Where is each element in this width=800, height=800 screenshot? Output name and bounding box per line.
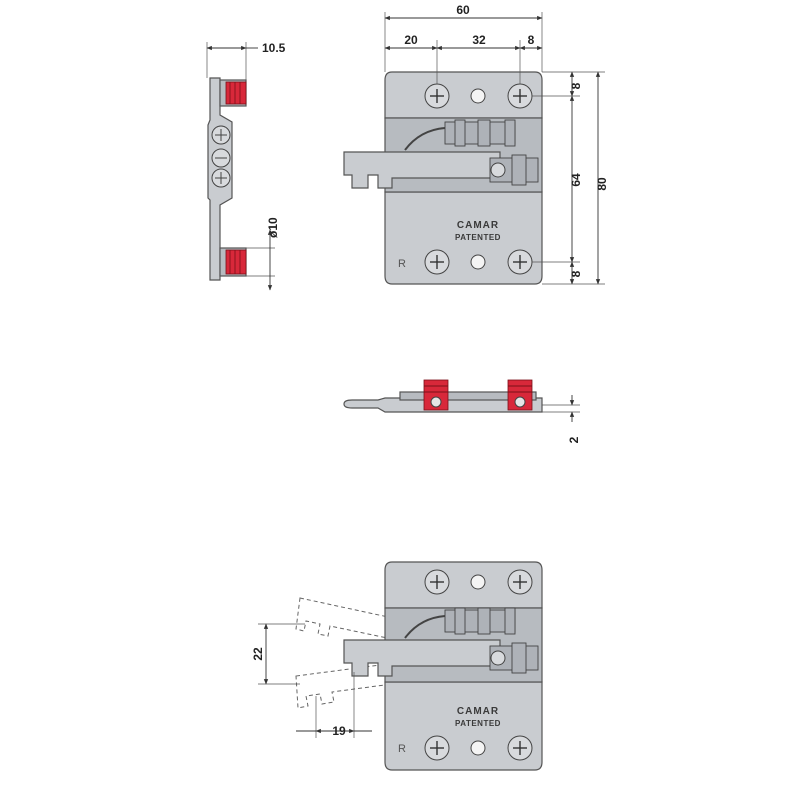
front-screw-bottom-right (507, 249, 533, 275)
top-view-insert-right (507, 379, 533, 411)
adjust-bottom-plate (384, 681, 543, 771)
adjust-mechanism (404, 607, 539, 674)
adjust-side-mark: R (398, 743, 406, 755)
front-side-mark: R (398, 258, 406, 270)
front-brand: CAMAR (457, 220, 499, 231)
adjust-patent: PATENTED (455, 719, 501, 728)
side-top-insert (219, 79, 247, 107)
adjust-screw-bottom-right (507, 735, 533, 761)
dim-vertical-span: 64 (569, 173, 583, 187)
dim-side-offset: 10.5 (262, 41, 286, 55)
front-screw-top-right (507, 83, 533, 109)
adjust-screw-top-left (424, 569, 450, 595)
adjust-screw-bottom-left (424, 735, 450, 761)
top-view: 2 (343, 379, 581, 443)
front-bottom-plate (384, 191, 543, 285)
front-patent: PATENTED (455, 233, 501, 242)
dim-spacing-right: 8 (528, 33, 535, 47)
front-screw-top-left (424, 83, 450, 109)
front-mechanism (404, 119, 539, 186)
adjust-brand: CAMAR (457, 706, 499, 717)
front-hole-bottom (470, 254, 486, 270)
dim-screw-diameter: ø10 (266, 217, 280, 238)
dim-plate-thickness: 2 (567, 436, 581, 443)
adjust-ghost-lower (295, 649, 498, 709)
adjust-view: CAMAR PATENTED R 22 19 (251, 561, 543, 771)
side-mechanism (211, 125, 231, 188)
dim-overall-height: 80 (595, 177, 609, 191)
top-view-insert-left (423, 379, 449, 411)
dim-spacing-center: 32 (472, 33, 486, 47)
adjust-hole-top (470, 574, 486, 590)
dim-adjust-horizontal: 19 (332, 724, 346, 738)
side-bottom-insert (219, 247, 247, 277)
adjust-hole-bottom (470, 740, 486, 756)
adjust-screw-top-right (507, 569, 533, 595)
dim-overall-width: 60 (456, 3, 470, 17)
front-hole-top (470, 88, 486, 104)
dim-bottom-margin: 8 (569, 270, 583, 277)
dim-adjust-vertical: 22 (251, 647, 265, 661)
front-view: CAMAR PATENTED R 60 20 32 8 80 8 64 8 (343, 3, 609, 285)
dim-top-margin: 8 (569, 82, 583, 89)
dim-spacing-left: 20 (404, 33, 418, 47)
side-view: 10.5 ø10 (206, 41, 286, 291)
front-screw-bottom-left (424, 249, 450, 275)
